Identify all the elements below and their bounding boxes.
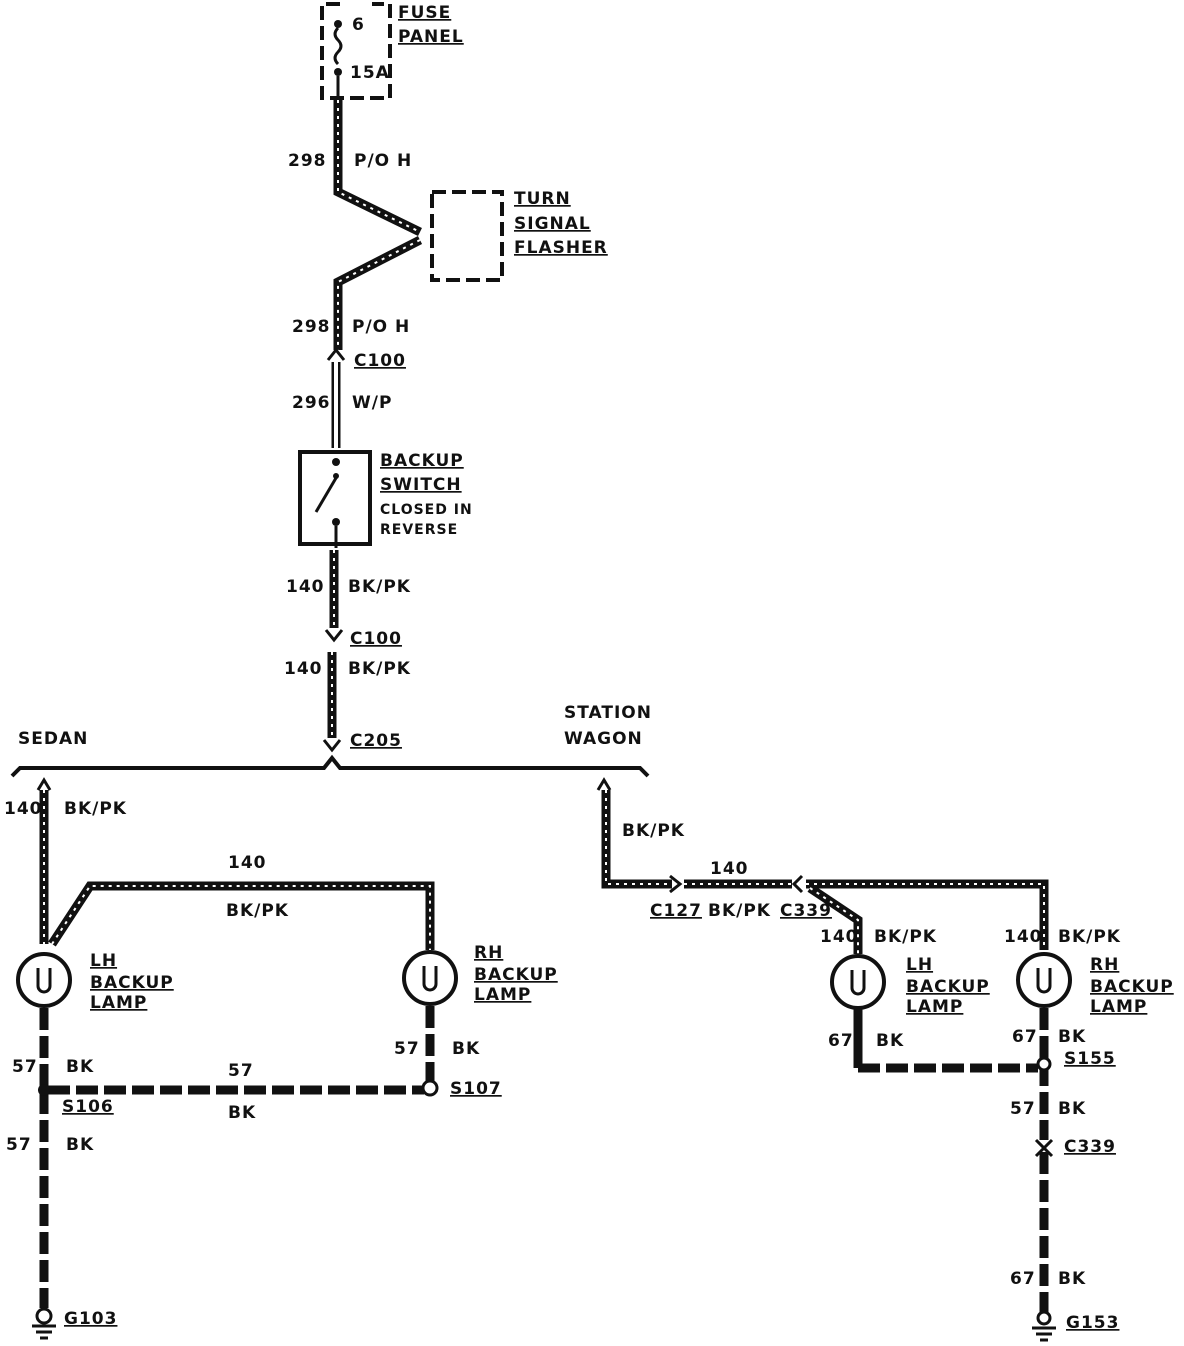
- sedan-wire-57-color-rh: BK: [452, 1039, 480, 1059]
- sedan-wire-140-color-left: BK/PK: [64, 799, 127, 819]
- sedan-wire-57-color-a: BK: [66, 1057, 94, 1077]
- ground-g153-icon: [1032, 1310, 1056, 1342]
- wagon-lh-lamp-label-3: LAMP: [906, 997, 963, 1017]
- fuse-panel: [320, 2, 392, 100]
- backup-switch-label-2: SWITCH: [380, 475, 462, 495]
- wagon-wire-67-ground-number: 67: [1010, 1269, 1036, 1289]
- turn-signal-flasher-box: [430, 190, 504, 282]
- wagon-rh-lamp-label-2: BACKUP: [1090, 977, 1174, 997]
- station-wagon-label-1: STATION: [564, 703, 652, 723]
- wagon-wire-57-color: BK: [1058, 1099, 1086, 1119]
- backup-switch-label-3: CLOSED IN: [380, 502, 473, 518]
- ground-g103-icon: [32, 1307, 56, 1340]
- fuse-number: 6: [352, 15, 365, 35]
- sedan-wire-140-number-top: 140: [228, 853, 267, 873]
- sedan-lh-lamp-label-3: LAMP: [90, 993, 147, 1013]
- sedan-wire-57-number-a: 57: [12, 1057, 38, 1077]
- wire-298-number-lower: 298: [292, 317, 331, 337]
- wagon-rh-lamp-label-1: RH: [1090, 955, 1119, 975]
- sedan-rh-backup-lamp: [402, 950, 458, 1006]
- wire-296-number: 296: [292, 393, 331, 413]
- wire-298-color-lower: P/O H: [352, 317, 410, 337]
- connector-c127-label: C127: [650, 901, 702, 921]
- sedan-wire-140-number-left: 140: [4, 799, 43, 819]
- ground-g153-label: G153: [1066, 1313, 1119, 1333]
- wagon-wire-140-color-mid: BK/PK: [708, 901, 771, 921]
- sedan-lh-lamp-label-1: LH: [90, 951, 117, 971]
- connector-c205-label: C205: [350, 731, 402, 751]
- wagon-rh-backup-lamp: [1016, 952, 1072, 1008]
- ground-g103-label: G103: [64, 1309, 117, 1329]
- fuse-panel-label-1: FUSE: [398, 3, 451, 23]
- wagon-rh-wire-67-color: BK: [1058, 1027, 1086, 1047]
- sedan-lh-backup-lamp: [16, 952, 72, 1008]
- sedan-wire-57-color-c: BK: [66, 1135, 94, 1155]
- sedan-wire-57-number-b: 57: [228, 1061, 254, 1081]
- wire-140-color-lower: BK/PK: [348, 659, 411, 679]
- wagon-lh-wire-140-color: BK/PK: [874, 927, 937, 947]
- flasher-label-1: TURN: [514, 189, 571, 209]
- wagon-lh-backup-lamp: [830, 954, 886, 1010]
- sedan-wire-140: [36, 777, 435, 950]
- wagon-ground-wires: [853, 1008, 1054, 1318]
- wagon-rh-wire-67-number: 67: [1012, 1027, 1038, 1047]
- sedan-wire-57-number-c: 57: [6, 1135, 32, 1155]
- wagon-lh-wire-140-number: 140: [820, 927, 859, 947]
- wagon-lh-wire-67-color: BK: [876, 1031, 904, 1051]
- wagon-lh-wire-67-number: 67: [828, 1031, 854, 1051]
- sedan-rh-lamp-label-3: LAMP: [474, 985, 531, 1005]
- wagon-lh-lamp-label-2: BACKUP: [906, 977, 990, 997]
- backup-switch: [298, 450, 372, 548]
- station-wagon-label-2: WAGON: [564, 729, 643, 749]
- splice-s155-label: S155: [1064, 1049, 1116, 1069]
- wagon-wire-140: [596, 777, 1049, 954]
- wire-140-color-upper: BK/PK: [348, 577, 411, 597]
- connector-c339-label-lower: C339: [1064, 1137, 1116, 1157]
- sedan-label: SEDAN: [18, 729, 88, 749]
- connector-c205: [322, 739, 342, 753]
- wire-298-upper: [333, 100, 422, 237]
- connector-c100-lower: [324, 629, 344, 643]
- wagon-rh-lamp-label-3: LAMP: [1090, 997, 1147, 1017]
- splice-s106-label: S106: [62, 1097, 114, 1117]
- variant-bracket: [10, 754, 650, 778]
- wire-296-color: W/P: [352, 393, 392, 413]
- connector-c100-label-upper: C100: [354, 351, 406, 371]
- wire-298-color-upper: P/O H: [354, 151, 412, 171]
- wagon-wire-57-number: 57: [1010, 1099, 1036, 1119]
- fuse-panel-label-2: PANEL: [398, 27, 464, 47]
- fuse-amperage: 15A: [350, 63, 390, 83]
- wire-140-number-lower: 140: [284, 659, 323, 679]
- wagon-rh-wire-140-number: 140: [1004, 927, 1043, 947]
- flasher-label-2: SIGNAL: [514, 214, 591, 234]
- connector-c100-label-lower: C100: [350, 629, 402, 649]
- wagon-lh-lamp-label-1: LH: [906, 955, 933, 975]
- wire-298-number-upper: 298: [288, 151, 327, 171]
- wagon-wire-140-number-mid: 140: [710, 859, 749, 879]
- connector-c339-label-upper: C339: [780, 901, 832, 921]
- sedan-rh-lamp-label-1: RH: [474, 943, 503, 963]
- wire-298-lower: [333, 235, 423, 350]
- wire-140-number-upper: 140: [286, 577, 325, 597]
- backup-switch-label-4: REVERSE: [380, 522, 458, 538]
- sedan-lh-lamp-label-2: BACKUP: [90, 973, 174, 993]
- sedan-wire-140-color-top: BK/PK: [226, 901, 289, 921]
- splice-s107-label: S107: [450, 1079, 502, 1099]
- flasher-label-3: FLASHER: [514, 238, 608, 258]
- wagon-wire-140-color-top: BK/PK: [622, 821, 685, 841]
- wagon-wire-67-ground-color: BK: [1058, 1269, 1086, 1289]
- sedan-ground-wires: [38, 1006, 439, 1308]
- wagon-rh-wire-140-color: BK/PK: [1058, 927, 1121, 947]
- connector-c100-upper: [326, 347, 346, 361]
- sedan-wire-57-color-b: BK: [228, 1103, 256, 1123]
- sedan-rh-lamp-label-2: BACKUP: [474, 965, 558, 985]
- backup-switch-label-1: BACKUP: [380, 451, 464, 471]
- sedan-wire-57-number-rh: 57: [394, 1039, 420, 1059]
